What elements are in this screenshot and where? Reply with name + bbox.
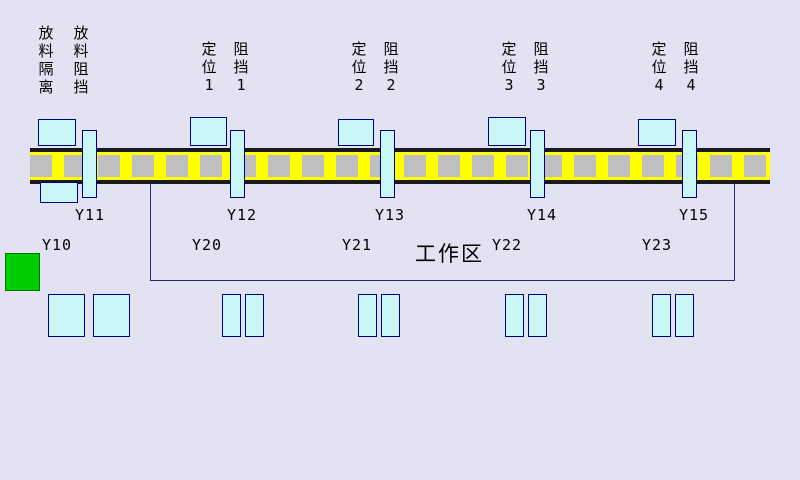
label-y22: Y22 [492, 236, 523, 254]
cylinder-feed-isolate [38, 119, 76, 146]
label-position-1: 定位1 [201, 40, 217, 94]
label-stop-4: 阻挡4 [683, 40, 699, 94]
label-stop-2: 阻挡2 [383, 40, 399, 94]
conveyor-belt [30, 148, 770, 184]
label-position-3: 定位3 [501, 40, 517, 94]
label-y15: Y15 [679, 206, 710, 224]
stopper-bar-y14 [530, 130, 545, 198]
stopper-bar-y11 [82, 130, 97, 198]
actuator-block-4b [528, 294, 547, 337]
cylinder-position-4 [638, 119, 676, 146]
label-stop-3: 阻挡3 [533, 40, 549, 94]
belt-pattern [30, 155, 770, 177]
label-feed-stop: 放料阻挡 [73, 24, 89, 96]
label-position-2: 定位2 [351, 40, 367, 94]
label-position-4: 定位4 [651, 40, 667, 94]
label-y11: Y11 [75, 206, 106, 224]
label-stop-1: 阻挡1 [233, 40, 249, 94]
actuator-block-2b [245, 294, 264, 337]
cylinder-position-3 [488, 117, 526, 146]
actuator-block-4a [505, 294, 524, 337]
label-y23: Y23 [642, 236, 673, 254]
cylinder-feed-isolate-lower [40, 182, 78, 203]
label-feed-isolate: 放料隔离 [38, 24, 54, 96]
actuator-block-2a [222, 294, 241, 337]
cylinder-position-2 [338, 119, 374, 146]
actuator-block-5b [675, 294, 694, 337]
label-y14: Y14 [527, 206, 558, 224]
green-indicator-button[interactable] [5, 253, 40, 291]
stopper-bar-y13 [380, 130, 395, 198]
actuator-block-5a [652, 294, 671, 337]
stopper-bar-y12 [230, 130, 245, 198]
actuator-block-3a [358, 294, 377, 337]
label-y13: Y13 [375, 206, 406, 224]
actuator-block-1a [48, 294, 85, 337]
label-y12: Y12 [227, 206, 258, 224]
actuator-block-3b [381, 294, 400, 337]
label-y20: Y20 [192, 236, 223, 254]
actuator-block-1b [93, 294, 130, 337]
work-area-label: 工作区 [415, 242, 484, 266]
stopper-bar-y15 [682, 130, 697, 198]
label-y10: Y10 [42, 236, 73, 254]
label-y21: Y21 [342, 236, 373, 254]
cylinder-position-1 [190, 117, 227, 146]
